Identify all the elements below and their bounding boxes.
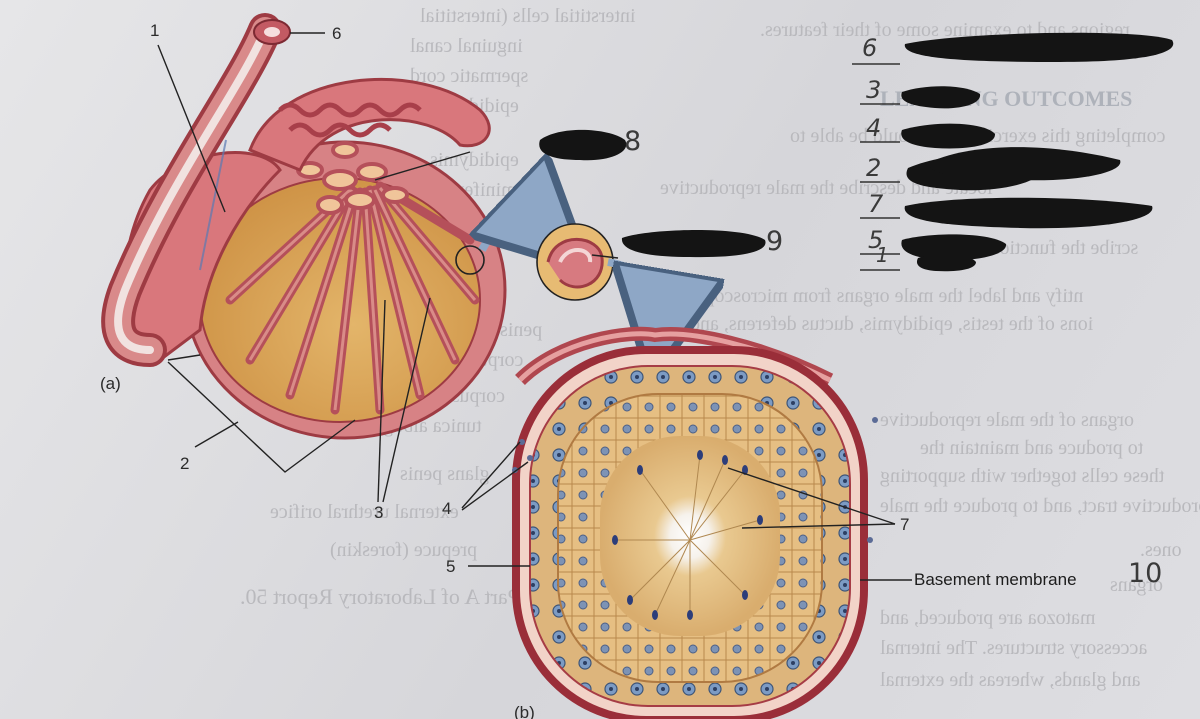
panel-label-b: (b): [514, 703, 535, 719]
panel-label-a: (a): [100, 374, 121, 393]
answer-num-3: 4: [866, 114, 882, 142]
answer-underlines: [852, 63, 900, 271]
basement-membrane-label: Basement membrane: [914, 570, 1077, 589]
magnified-tubule: [536, 223, 619, 301]
handwritten-10: 10: [1128, 558, 1163, 589]
answer-num-6: 5: [868, 226, 884, 254]
label-4: 4: [442, 499, 452, 518]
zoom-arrow-2: [607, 258, 661, 325]
leader-lines-b: [461, 441, 912, 581]
answer-num-4: 2: [866, 154, 882, 182]
redaction-marks: [539, 32, 1174, 272]
answer-num-1: 6: [862, 34, 878, 62]
label-5: 5: [446, 557, 456, 576]
leader-lines-a: [157, 32, 471, 503]
label-6: 6: [332, 24, 342, 43]
answer-num-7: 1: [876, 243, 889, 267]
handwritten-9: 9: [766, 226, 784, 257]
sperm-tails: [615, 454, 761, 616]
septa-highlights: [228, 187, 477, 411]
label-1: 1: [150, 21, 160, 40]
tubule-cross-section: [512, 326, 878, 719]
handwritten-8: 8: [624, 126, 642, 157]
interstitial-cells: [512, 417, 878, 543]
testis-illustration: [101, 13, 507, 440]
answer-num-2: 3: [866, 76, 882, 104]
label-2: 2: [180, 454, 190, 473]
label-3: 3: [374, 503, 384, 522]
rete-testis: [296, 141, 409, 215]
zoom-arrow-1: [482, 221, 548, 250]
epididymis-coils: [278, 102, 422, 138]
answer-num-5: 7: [868, 190, 884, 218]
epididymis-head: [248, 77, 491, 172]
label-7: 7: [900, 515, 910, 534]
